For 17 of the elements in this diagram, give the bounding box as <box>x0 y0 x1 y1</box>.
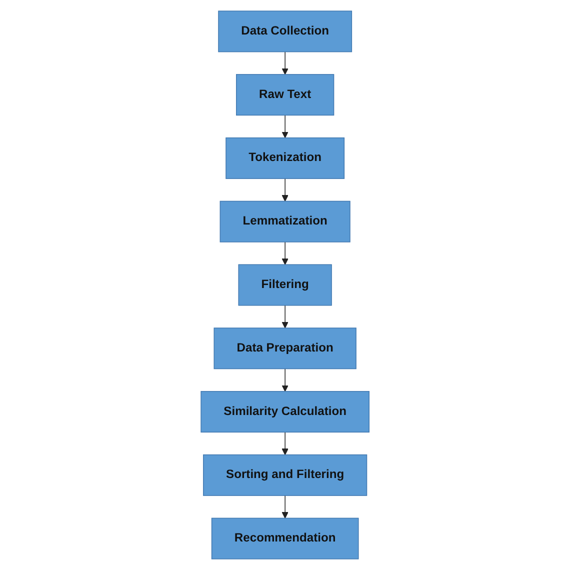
node-box: Similarity Calculation <box>201 391 370 433</box>
arrow <box>282 51 289 75</box>
arrow <box>282 495 289 518</box>
node-box: Lemmatization <box>220 200 351 242</box>
node-box: Recommendation <box>212 518 360 560</box>
arrow <box>282 242 289 265</box>
node-box: Sorting and Filtering <box>203 454 368 496</box>
node-box: Raw Text <box>236 74 335 116</box>
node-box: Data Collection <box>218 10 352 52</box>
arrow <box>282 432 289 456</box>
node-box: Tokenization <box>226 137 345 179</box>
arrow <box>282 114 289 138</box>
arrow <box>282 178 289 202</box>
arrow <box>282 368 289 392</box>
node-box: Filtering <box>238 264 332 306</box>
node-box: Data Preparation <box>214 328 357 370</box>
arrow <box>282 305 289 328</box>
